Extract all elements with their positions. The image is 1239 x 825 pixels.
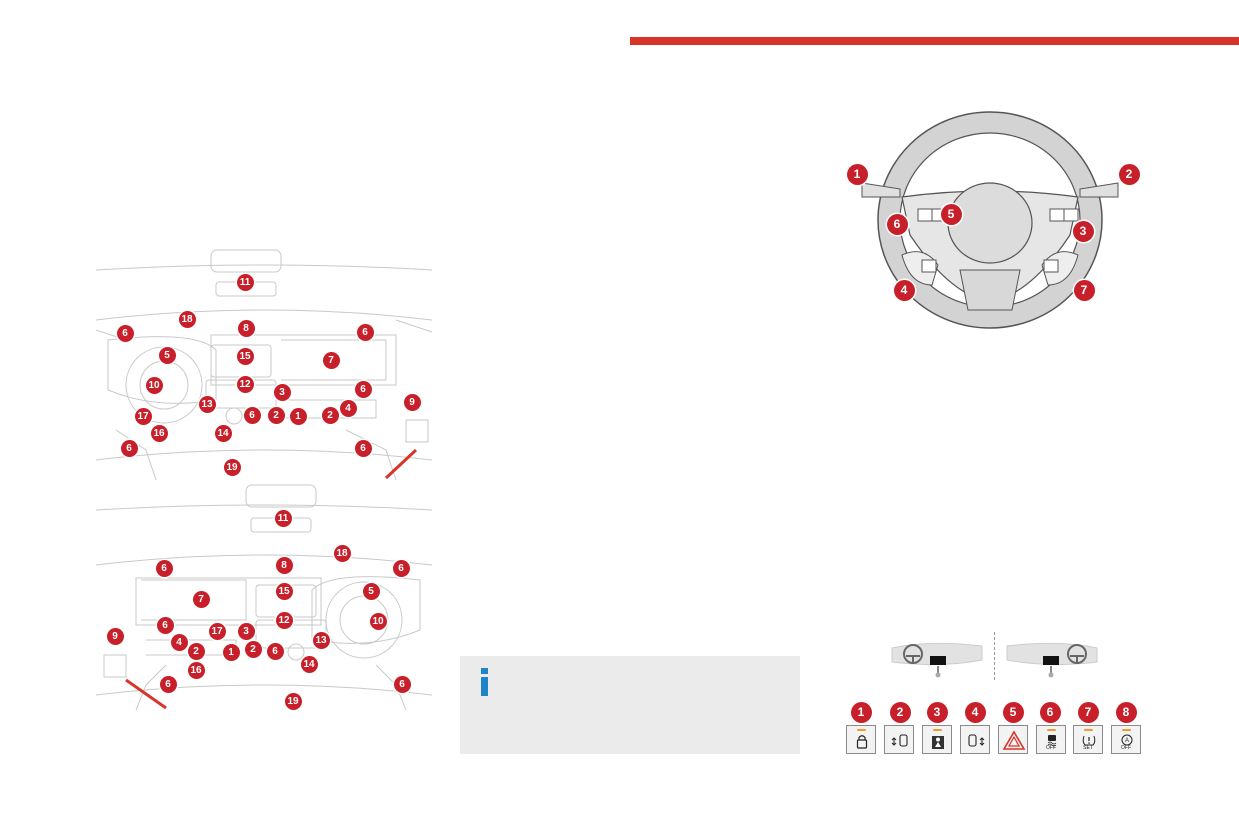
callout-marker: 2 [267,406,285,424]
callout-marker: 5 [940,203,962,225]
callout-marker: 11 [274,509,292,527]
dashboard-lhd-diagram [96,240,432,480]
callout-marker: 7 [322,351,340,369]
sliding-door-left-icon [891,734,908,747]
callout-marker: 9 [106,627,124,645]
sliding-door-right-button[interactable] [960,725,990,754]
callout-marker: 6 [266,642,284,660]
header-accent-bar [630,37,1239,45]
callout-marker: 9 [403,393,421,411]
callout-marker: 6 [159,675,177,693]
callout-marker: 3 [237,622,255,640]
callout-marker: 17 [134,407,152,425]
callout-marker: 6 [120,439,138,457]
callout-marker: 17 [208,622,226,640]
stop-start-button[interactable]: A OFF [1111,725,1141,754]
callout-marker: 8 [237,319,255,337]
callout-marker: 8 [1115,701,1137,723]
central-lock-button[interactable] [846,725,876,754]
callout-marker: 6 [354,380,372,398]
callout-marker: 6 [243,406,261,424]
callout-marker: 19 [284,692,302,710]
callout-marker: 6 [354,439,372,457]
callout-marker: 19 [223,458,241,476]
callout-marker: 11 [236,273,254,291]
callout-marker: 16 [150,424,168,442]
callout-marker: 2 [889,701,911,723]
callout-marker: 15 [275,582,293,600]
child-lock-icon [932,736,944,749]
callout-marker: 6 [886,213,908,235]
button-label: SET [1083,745,1093,751]
callout-marker: 6 [155,559,173,577]
button-label: OFF [1121,745,1131,751]
tyre-pressure-button[interactable]: SET [1073,725,1103,754]
callout-marker: 12 [236,375,254,393]
callout-marker: 18 [178,310,196,328]
drive-side-divider [994,632,995,680]
tyre-pressure-icon [1082,735,1096,746]
callout-marker: 13 [198,395,216,413]
steering-wheel-diagram [840,105,1140,335]
callout-marker: 2 [1118,163,1140,185]
right-hand-drive-icon [1005,638,1100,682]
callout-marker: 5 [1002,701,1024,723]
callout-marker: 2 [244,640,262,658]
callout-marker: 6 [116,324,134,342]
callout-marker: 3 [273,383,291,401]
callout-marker: 6 [156,616,174,634]
callout-marker: 13 [312,631,330,649]
stability-control-button[interactable]: OFF [1036,725,1066,754]
callout-marker: 7 [192,590,210,608]
stop-start-icon: A [1121,734,1133,746]
callout-marker: 6 [392,559,410,577]
callout-marker: 5 [158,346,176,364]
callout-marker: 3 [926,701,948,723]
info-box [460,656,800,754]
callout-marker: 4 [339,399,357,417]
hazard-warning-button[interactable] [998,725,1028,754]
button-label: OFF [1046,745,1056,751]
callout-marker: 6 [1039,701,1061,723]
callout-marker: 6 [393,675,411,693]
callout-marker: 4 [893,279,915,301]
central-lock-icon [856,735,868,749]
callout-marker: 14 [214,424,232,442]
callout-marker: 16 [187,661,205,679]
callout-marker: 18 [333,544,351,562]
callout-marker: 2 [321,406,339,424]
callout-marker: 7 [1073,279,1095,301]
stability-control-icon [1047,735,1057,747]
callout-marker: 15 [236,347,254,365]
callout-marker: 1 [850,701,872,723]
callout-marker: 3 [1072,220,1094,242]
sliding-door-left-button[interactable] [884,725,914,754]
callout-marker: 1 [846,163,868,185]
svg-text:A: A [1125,738,1129,744]
callout-marker: 7 [1077,701,1099,723]
callout-marker: 12 [275,611,293,629]
callout-marker: 14 [300,655,318,673]
callout-marker: 1 [289,407,307,425]
child-lock-button[interactable] [922,725,952,754]
callout-marker: 1 [222,643,240,661]
callout-marker: 5 [362,582,380,600]
sliding-door-right-icon [968,734,985,747]
left-hand-drive-icon [890,638,985,682]
callout-marker: 8 [275,556,293,574]
info-icon [478,668,492,698]
dashboard-rhd-diagram [96,480,432,710]
callout-marker: 6 [356,323,374,341]
callout-marker: 10 [369,612,387,630]
callout-marker: 10 [145,376,163,394]
callout-marker: 4 [170,633,188,651]
hazard-warning-icon [1002,730,1026,750]
callout-marker: 4 [964,701,986,723]
callout-marker: 2 [187,642,205,660]
